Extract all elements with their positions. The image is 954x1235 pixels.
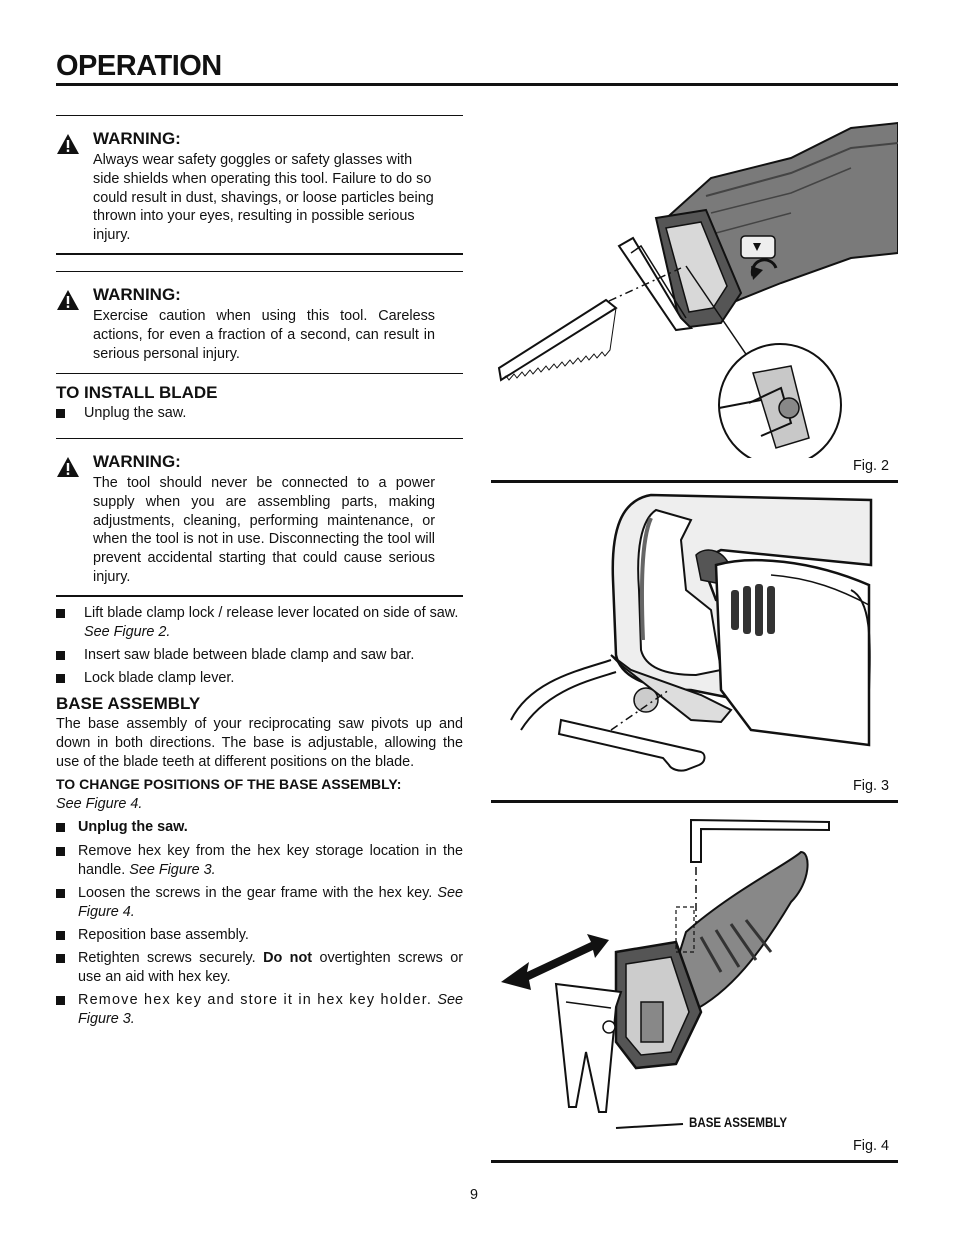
divider [56,271,463,272]
bullet-icon [56,674,65,683]
figure-2-illustration [497,121,898,458]
figure-2-caption: Fig. 2 [853,458,889,474]
divider [56,115,463,116]
base-assembly-subheading: TO CHANGE POSITIONS OF THE BASE ASSEMBLY… [56,776,402,792]
bullet-icon [56,609,65,618]
bullet-icon [56,931,65,940]
divider [56,438,463,439]
install-blade-heading: TO INSTALL BLADE [56,383,218,402]
divider [56,595,463,597]
divider [56,253,463,255]
warning-heading: WARNING: [93,129,181,148]
warning-text: Exercise caution when using this tool. C… [93,308,435,362]
warning-heading: WARNING: [93,452,181,471]
figure-3-illustration [510,493,873,772]
bullet-icon [56,847,65,856]
bullet-icon [56,889,65,898]
page-title: OPERATION [56,50,222,82]
base-assembly-heading: BASE ASSEMBLY [56,694,201,713]
page-number: 9 [470,1187,479,1203]
bullet-icon [56,651,65,660]
figure-divider [491,800,898,803]
figure-divider [491,1160,898,1163]
bullet-icon [56,996,65,1005]
figure-3-caption: Fig. 3 [853,778,889,794]
bullet-icon [56,823,65,832]
figure-4-illustration [501,818,830,1129]
figure-divider [491,480,898,483]
divider [56,373,463,374]
title-rule [56,83,898,86]
base-assembly-intro: The base assembly of your reciprocating … [56,716,463,770]
base-assembly-label: BASE ASSEMBLY [689,1115,788,1130]
bullet-icon [56,409,65,418]
base-assembly-subref: See Figure 4. [56,796,143,812]
bullet-icon [56,954,65,963]
warning-triangle-icon [57,457,79,477]
warning-text: The tool should never be connected to a … [93,475,435,585]
figure-4-caption: Fig. 4 [853,1138,889,1154]
warning-triangle-icon [57,134,79,154]
warning-triangle-icon [57,290,79,310]
warning-heading: WARNING: [93,285,181,304]
warning-text: Always wear safety goggles or safety gla… [93,152,434,244]
